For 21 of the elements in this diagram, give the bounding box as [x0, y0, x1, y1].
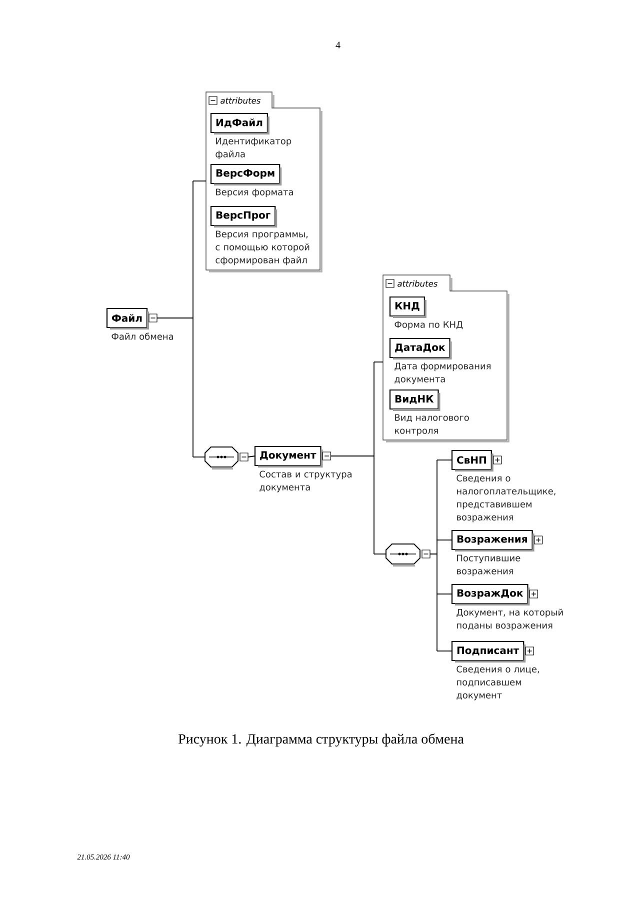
description-text: Сведения о лице, подписавшем документ	[456, 666, 539, 700]
figure-caption: Рисунок 1. Диаграмма структуры файла обмена	[178, 733, 464, 747]
connector-line	[192, 456, 206, 458]
element-box: СвНП	[451, 450, 494, 472]
element-box: Подписант	[451, 640, 526, 662]
description-text: Поступившие возражения	[457, 554, 520, 576]
connector-line	[248, 456, 256, 458]
connector-line	[436, 650, 452, 652]
description-text: Файл обмена	[112, 332, 174, 340]
element-box: Документ	[254, 446, 323, 468]
connector-line	[192, 180, 206, 182]
connector-line	[330, 362, 374, 554]
description-text: Состав и структура документа	[260, 470, 352, 492]
connector-line	[430, 460, 438, 652]
connector-line	[156, 180, 194, 458]
description-text: Сведения о налогоплательщике, представившем возражения	[456, 474, 556, 522]
description-text: Документ, на который поданы возражения	[456, 608, 563, 630]
element-box: ВозражДок	[451, 584, 530, 606]
element-box: Возражения	[451, 530, 534, 552]
page-number: 4	[336, 42, 340, 48]
element-box: Файл	[106, 308, 149, 330]
